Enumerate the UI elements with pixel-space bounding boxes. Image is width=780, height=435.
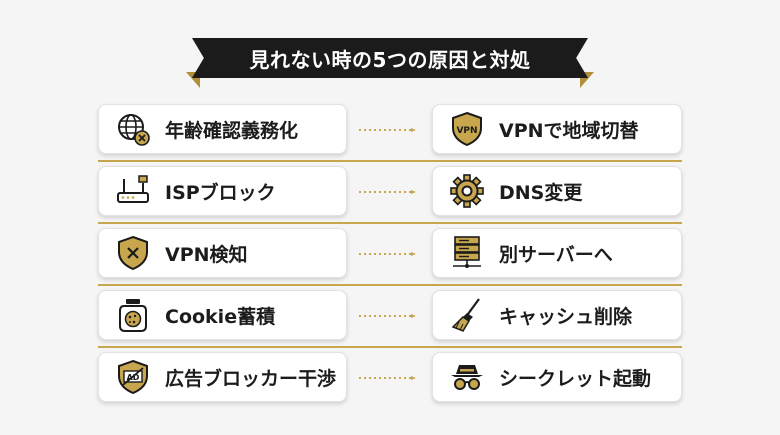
fix-card: VPN VPNで地域切替 <box>432 104 682 154</box>
fix-label: キャッシュ削除 <box>499 305 633 328</box>
shield-x-icon <box>113 233 153 273</box>
fix-card: キャッシュ削除 <box>432 290 682 340</box>
fix-card: DNS変更 <box>432 166 682 216</box>
row-ad-blocker: AD 広告ブロッカー干渉 シークレット起動 <box>98 352 682 404</box>
router-icon <box>113 171 153 211</box>
fix-card: シークレット起動 <box>432 352 682 402</box>
title-ribbon: 見れない時の5つの原因と対処 <box>186 38 594 88</box>
server-icon <box>447 233 487 273</box>
cause-label: ISPブロック <box>165 181 276 204</box>
gear-icon <box>447 171 487 211</box>
fix-card: 別サーバーへ <box>432 228 682 278</box>
vpn-shield-icon: VPN <box>447 109 487 149</box>
dotted-arrow-icon <box>359 128 416 132</box>
cause-label: 年齢確認義務化 <box>165 119 299 142</box>
dotted-arrow-icon <box>359 190 416 194</box>
row-cookie: Cookie蓄積 キャッシュ削除 <box>98 290 682 342</box>
cause-label: Cookie蓄積 <box>165 305 276 328</box>
incognito-icon <box>447 357 487 397</box>
cause-card: ISPブロック <box>98 166 347 216</box>
fix-label: VPNで地域切替 <box>499 119 639 142</box>
cause-card: 年齢確認義務化 <box>98 104 347 154</box>
broom-icon <box>447 295 487 335</box>
cookie-jar-icon <box>113 295 153 335</box>
cause-card: Cookie蓄積 <box>98 290 347 340</box>
row-vpn-detection: VPN検知 別サーバーへ <box>98 228 682 280</box>
row-divider <box>98 160 682 162</box>
fix-label: 別サーバーへ <box>499 243 613 266</box>
fix-label: シークレット起動 <box>499 367 652 390</box>
fix-label: DNS変更 <box>499 181 583 204</box>
dotted-arrow-icon <box>359 314 416 318</box>
row-divider <box>98 346 682 348</box>
cause-label: VPN検知 <box>165 243 248 266</box>
dotted-arrow-icon <box>359 376 416 380</box>
vpn-icon-text: VPN <box>456 126 477 136</box>
title-banner <box>192 38 588 78</box>
row-isp-block: ISPブロック <box>98 166 682 218</box>
dotted-arrow-icon <box>359 252 416 256</box>
ad-block-icon: AD <box>113 357 153 397</box>
row-divider <box>98 222 682 224</box>
row-divider <box>98 284 682 286</box>
row-age-verification: 年齢確認義務化 VPN VPNで地域切替 <box>98 104 682 156</box>
cause-card: VPN検知 <box>98 228 347 278</box>
globe-x-icon <box>113 109 153 149</box>
page-title: 見れない時の5つの原因と対処 <box>249 47 531 72</box>
cause-label: 広告ブロッカー干渉 <box>165 367 337 390</box>
cause-card: AD 広告ブロッカー干渉 <box>98 352 347 402</box>
